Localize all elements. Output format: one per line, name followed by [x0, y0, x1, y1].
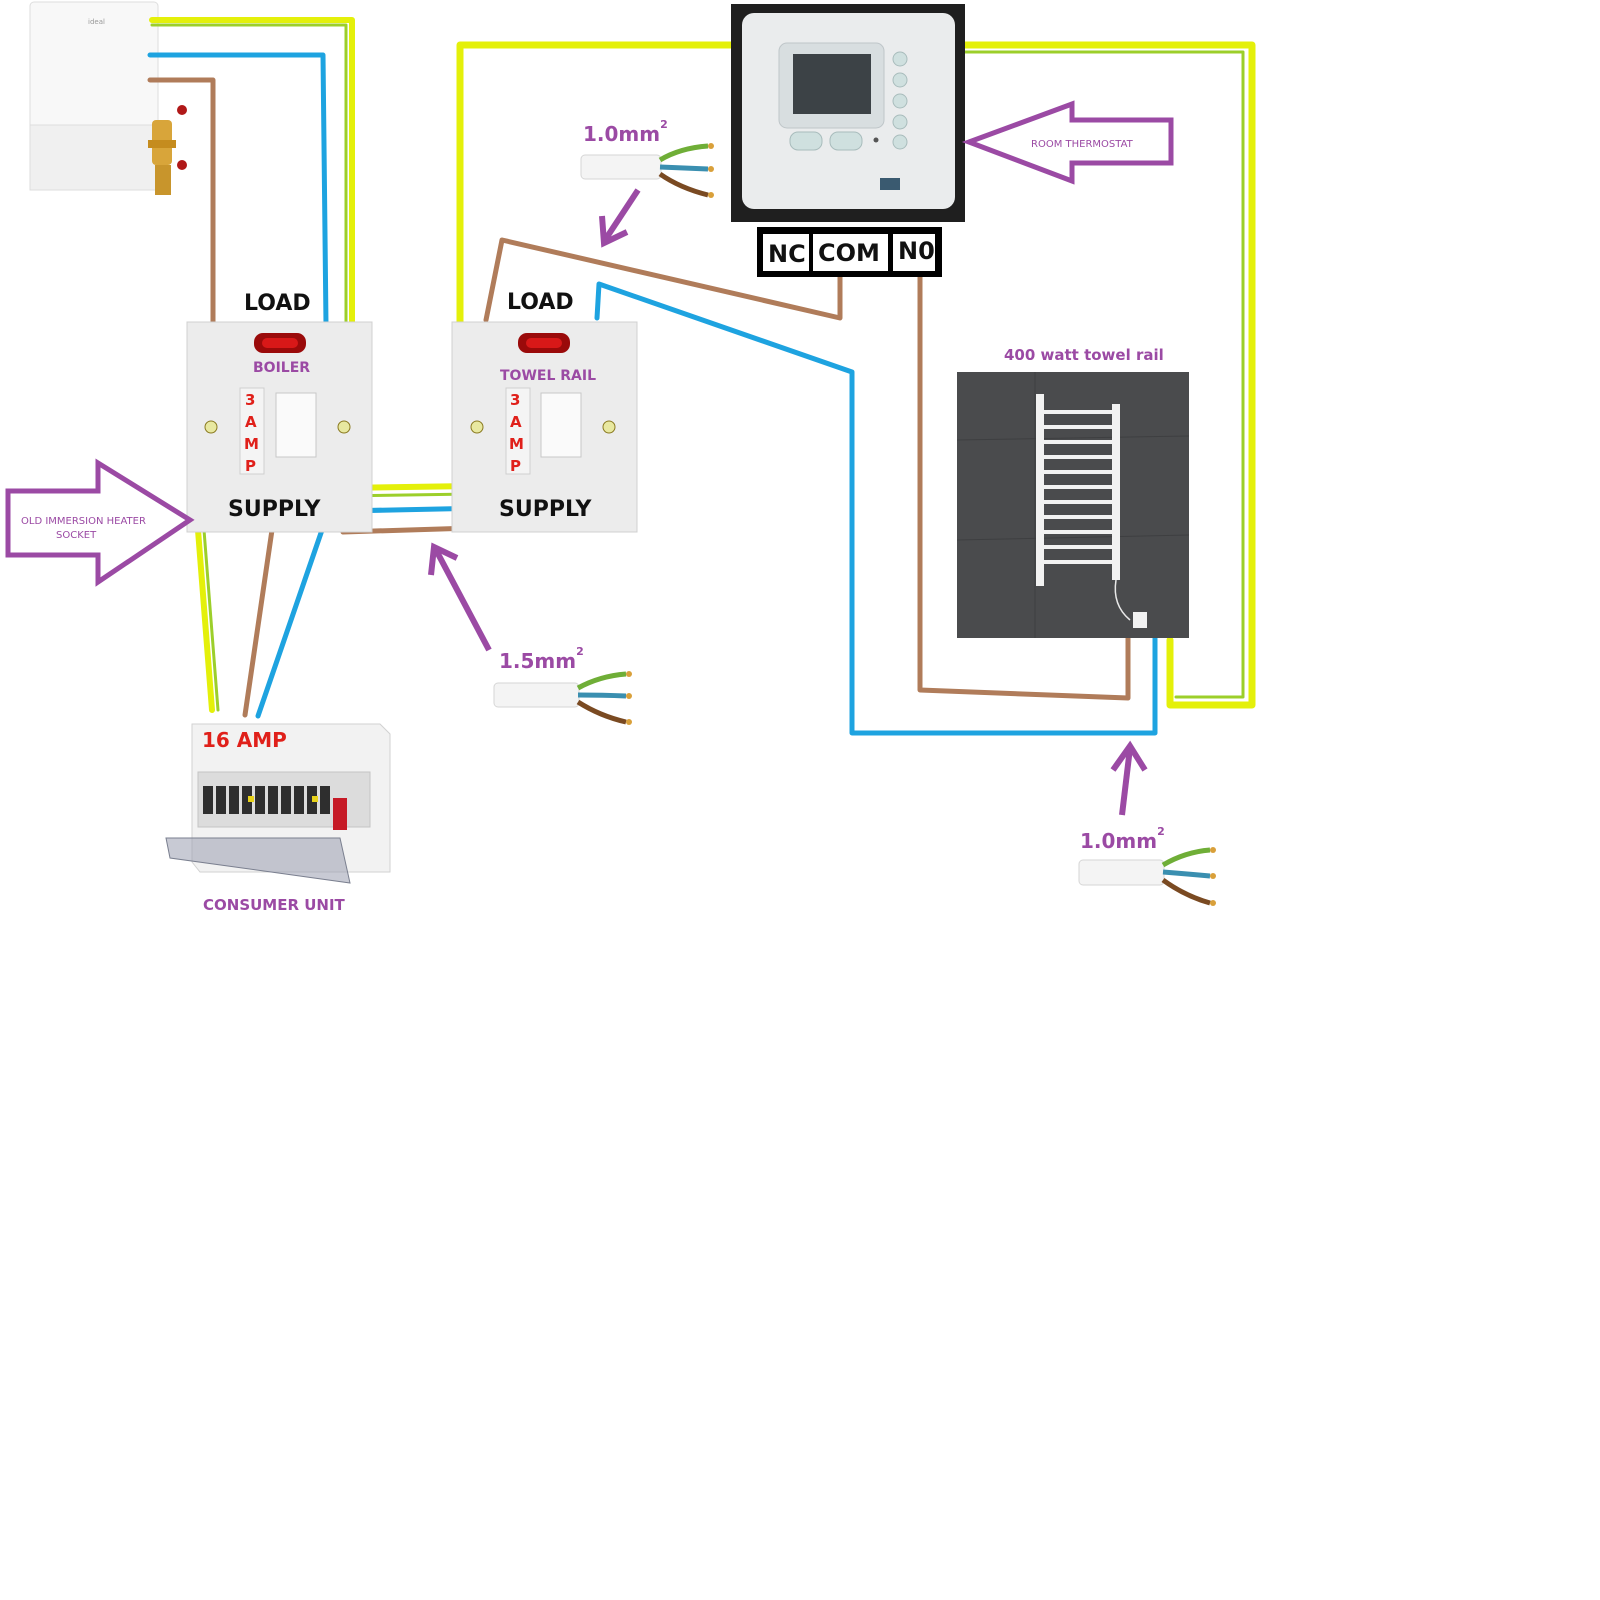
cable-sample-3 — [1078, 847, 1216, 906]
immersion-socket-arrow — [5, 458, 195, 587]
immersion-socket-label-line1: OLD IMMERSION HEATER — [21, 516, 146, 527]
towel-rating-a: A — [510, 413, 522, 431]
supply-earth-wire-green — [202, 528, 220, 712]
towel-load-label: LOAD — [507, 290, 574, 315]
no-live-to-rail — [917, 272, 1131, 701]
cable-3-arrow — [1119, 747, 1133, 816]
supply-neutral-wire — [255, 527, 325, 719]
consumer-unit — [165, 723, 391, 884]
towel-rail-title: 400 watt towel rail — [1004, 346, 1164, 364]
towel-rating-m: M — [509, 435, 524, 453]
room-thermostat-label: ROOM THERMOSTAT — [1031, 139, 1134, 150]
cable-2-superscript: 2 — [576, 645, 584, 658]
towel-neutral-to-rail — [594, 281, 1158, 736]
cable-3-arrowhead — [1110, 740, 1148, 772]
boiler-switch-name: BOILER — [253, 360, 310, 376]
terminal-nc-label: NC — [768, 240, 806, 268]
boiler-earth-wire-green — [150, 23, 348, 327]
towel-rail-bars — [1040, 410, 1115, 564]
boiler-earth-wire — [149, 17, 355, 328]
room-thermostat — [731, 4, 965, 222]
cable-sample-1 — [580, 143, 714, 198]
terminal-com-label: COM — [818, 239, 880, 267]
cable-2-arrow — [433, 548, 492, 652]
cable-1-superscript: 2 — [660, 118, 668, 131]
thermostat-earth-right-green — [963, 50, 1245, 699]
boiler-spur-switch — [186, 321, 373, 533]
boiler-rating-p: P — [245, 457, 256, 475]
supply-live-wire — [242, 527, 275, 718]
boiler-live-wire — [147, 77, 216, 328]
cable-2-size: 1.5mm2 — [499, 645, 584, 673]
wires — [147, 17, 1256, 736]
amp-rating-label: 16 AMP — [202, 728, 287, 752]
boiler-unit: ideal — [29, 1, 187, 195]
boiler-load-label: LOAD — [244, 291, 311, 316]
immersion-socket-label-line2: SOCKET — [56, 530, 97, 541]
thermostat-earth-left — [456, 41, 739, 329]
towel-switch-name: TOWEL RAIL — [500, 368, 596, 384]
breakers — [203, 786, 347, 830]
boiler-rating-3: 3 — [245, 391, 255, 409]
boiler-rating-m: M — [244, 435, 259, 453]
cable-2-arrowhead — [428, 542, 459, 576]
room-thermostat-arrow — [961, 100, 1174, 185]
towel-supply-label: SUPPLY — [499, 497, 593, 522]
supply-earth-wire — [195, 527, 215, 713]
towel-rating-p: P — [510, 457, 521, 475]
cable-1-arrowhead — [599, 215, 629, 248]
towel-rating-3: 3 — [510, 391, 520, 409]
terminal-block — [757, 227, 942, 277]
towel-rail-image — [956, 372, 1190, 638]
terminal-no-label: N0 — [898, 237, 935, 265]
boiler-supply-label: SUPPLY — [228, 497, 322, 522]
thermostat-earth-right — [961, 41, 1256, 709]
towel-spur-switch — [451, 321, 638, 533]
cable-3-superscript: 2 — [1157, 825, 1165, 838]
cable-1-size: 1.0mm2 — [583, 118, 668, 146]
cable-1-arrow — [602, 188, 641, 242]
cable-sample-2 — [493, 671, 632, 725]
boiler-neutral-wire — [147, 52, 329, 328]
consumer-unit-label: CONSUMER UNIT — [203, 896, 346, 914]
boiler-rating-a: A — [245, 413, 257, 431]
svg-text:ideal: ideal — [88, 18, 105, 26]
towel-live-to-com — [483, 237, 843, 323]
cable-3-size: 1.0mm2 — [1080, 825, 1165, 853]
